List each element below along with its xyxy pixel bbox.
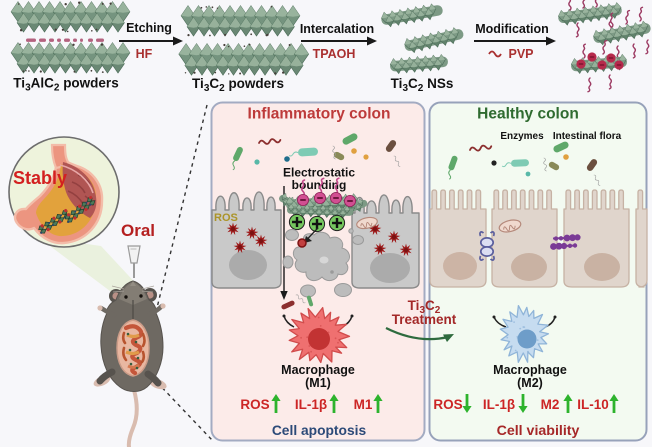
svg-text:Etching: Etching <box>126 21 172 35</box>
svg-text:Ti3C2: Ti3C2 <box>408 298 441 316</box>
svg-text:HF: HF <box>136 47 153 61</box>
svg-text:Intercalation: Intercalation <box>300 22 374 36</box>
svg-text:Electrostatic: Electrostatic <box>283 166 355 180</box>
svg-text:Intestinal flora: Intestinal flora <box>553 131 622 142</box>
svg-text:Cell viability: Cell viability <box>497 423 580 439</box>
svg-text:Healthy colon: Healthy colon <box>477 106 579 123</box>
svg-text:Modification: Modification <box>475 22 549 36</box>
svg-text:Ti3AlC2 powders: Ti3AlC2 powders <box>13 76 118 94</box>
svg-text:Stably: Stably <box>13 168 67 188</box>
svg-text:IL-10: IL-10 <box>577 397 609 412</box>
svg-text:M2: M2 <box>541 397 560 412</box>
svg-text:bounding: bounding <box>292 178 347 192</box>
svg-text:Enzymes: Enzymes <box>500 131 544 142</box>
svg-text:Treatment: Treatment <box>392 312 457 327</box>
svg-text:Macrophage: Macrophage <box>493 363 567 377</box>
svg-text:Ti3C2 powders: Ti3C2 powders <box>192 76 284 94</box>
svg-text:IL-1β: IL-1β <box>483 397 515 412</box>
svg-text:(M1): (M1) <box>305 376 331 390</box>
svg-text:Macrophage: Macrophage <box>281 363 355 377</box>
svg-text:TPAOH: TPAOH <box>313 47 356 61</box>
svg-text:(M2): (M2) <box>517 376 543 390</box>
svg-text:ROS: ROS <box>433 397 462 412</box>
svg-text:PVP: PVP <box>508 47 533 61</box>
svg-text:Cell apoptosis: Cell apoptosis <box>272 423 367 438</box>
svg-text:Oral: Oral <box>121 221 155 240</box>
svg-text:Inflammatory colon: Inflammatory colon <box>248 106 391 123</box>
svg-text:IL-1β: IL-1β <box>295 397 327 412</box>
svg-text:M1: M1 <box>354 397 373 412</box>
svg-text:ROS: ROS <box>240 397 269 412</box>
svg-text:ROS: ROS <box>214 212 238 224</box>
